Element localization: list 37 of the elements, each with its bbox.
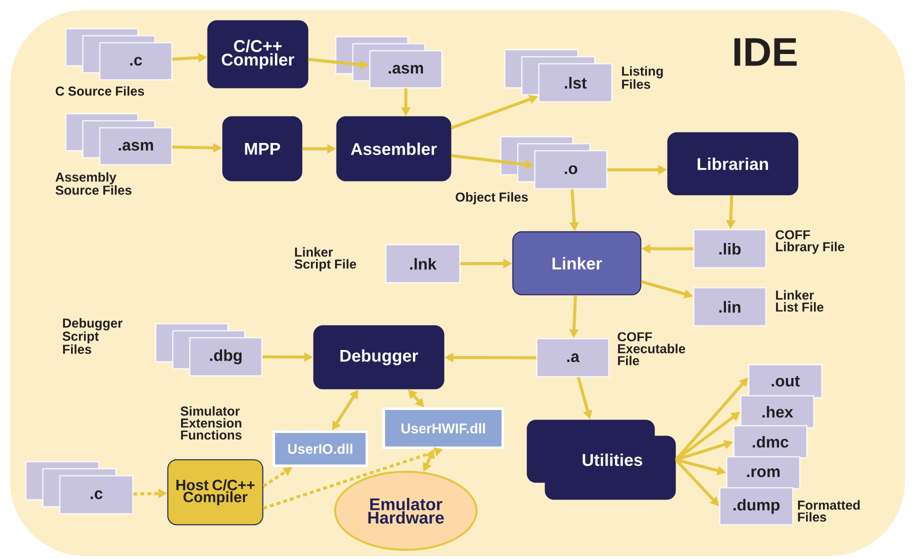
file-caption: Object Files — [456, 192, 528, 204]
file-caption: Listing Files — [622, 66, 663, 89]
caption: Formatted Files — [798, 500, 860, 522]
utilities-stack: Utilities — [526, 420, 676, 500]
file-box: .lib — [693, 229, 766, 268]
file-stack: .asm — [335, 36, 442, 88]
file-stack: .c — [65, 28, 172, 80]
file-box: .hex — [740, 395, 814, 428]
dll-box: UserHWIF.dll — [382, 408, 504, 450]
file-box: .dmc — [733, 425, 808, 458]
file-stack: .asm — [65, 113, 172, 166]
file-box: .lin — [693, 287, 766, 326]
file-box: .a — [536, 338, 610, 378]
compiler-box: Host C/C++ Compiler — [167, 459, 264, 526]
file-stack: .c — [25, 461, 134, 514]
process-box: Debugger — [313, 325, 444, 390]
file-caption: Linker Script File — [294, 247, 356, 272]
file-caption: Assembly Source Files — [56, 172, 132, 195]
file-box: .out — [748, 364, 822, 398]
process-box: MPP — [222, 116, 302, 182]
file-box: .dump — [719, 487, 794, 526]
caption: Simulator Extension Functions — [180, 406, 242, 440]
file-stack: .dbg — [155, 323, 262, 376]
file-caption: Linker List File — [776, 290, 824, 312]
process-box: Linker — [512, 231, 642, 296]
file-caption: C Source Files — [56, 86, 144, 96]
file-caption: COFF Library File — [776, 230, 844, 254]
process-box: Librarian — [667, 132, 798, 196]
dll-box: UserIO.dll — [272, 430, 368, 468]
file-stack: .lst — [504, 49, 612, 102]
file-stack: .o — [500, 136, 608, 190]
file-caption: COFF Executable File — [618, 332, 686, 366]
process-box: Assembler — [336, 116, 452, 182]
file-box: .lnk — [385, 244, 460, 284]
file-box: .rom — [726, 456, 800, 490]
process-box: C/C++ Compiler — [207, 20, 308, 88]
file-caption: Debugger Script Files — [62, 318, 122, 354]
